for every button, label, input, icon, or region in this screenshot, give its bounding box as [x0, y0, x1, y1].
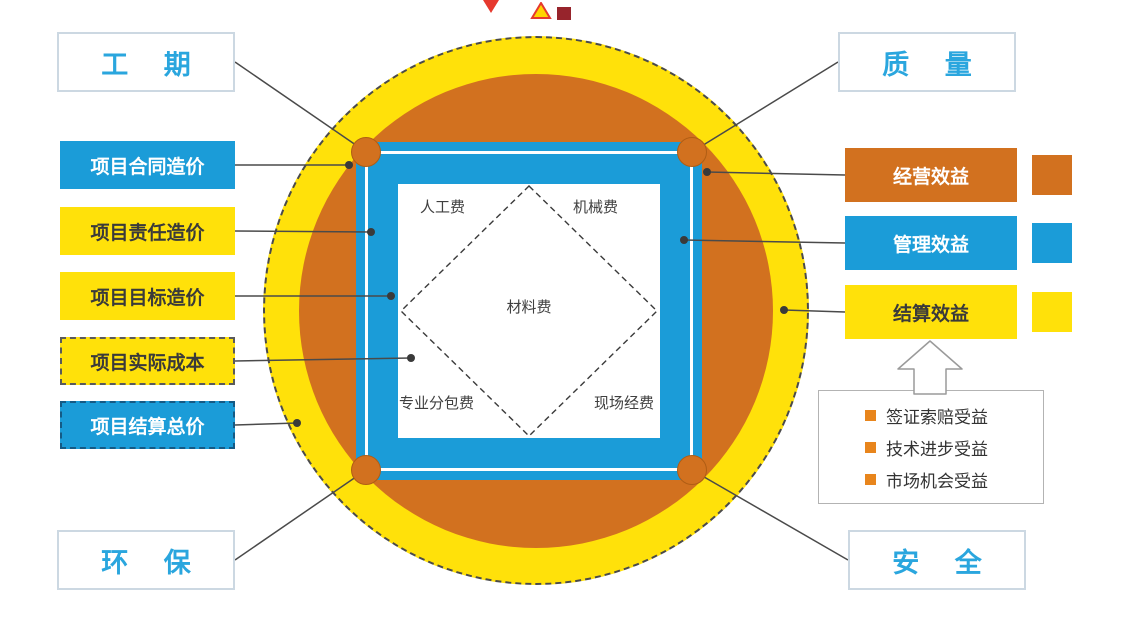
box-settlement-total: 项目结算总价 [60, 401, 235, 449]
blue-square-pinstripe [365, 151, 693, 471]
legend-orange-swatch [1032, 155, 1072, 195]
cost-label-material: 材料费 [506, 299, 552, 316]
logo-yellow-pennant-icon [530, 2, 552, 19]
cost-label-labor: 人工费 [420, 199, 466, 216]
box-management-benefit: 管理效益 [845, 216, 1017, 270]
bullet-icon [865, 473, 876, 485]
box-responsibility-cost: 项目责任造价 [60, 207, 235, 255]
benefit-detail-panel: 签证索赔受益 技术进步受益 市场机会受益 [818, 390, 1044, 504]
legend-yellow-swatch [1032, 292, 1072, 332]
box-target-cost: 项目目标造价 [60, 272, 235, 320]
corner-node-bottom-left [351, 455, 381, 485]
label-environment: 环 保 [57, 530, 235, 590]
box-actual-cost: 项目实际成本 [60, 337, 235, 385]
cost-label-site-expense: 现场经费 [593, 395, 654, 412]
label-quality: 质 量 [838, 32, 1016, 92]
label-duration: 工 期 [57, 32, 235, 92]
cost-label-machinery: 机械费 [573, 199, 619, 216]
benefit-item: 技术进步受益 [865, 435, 1043, 460]
logo-red-triangle-icon [483, 0, 499, 13]
bullet-icon [865, 441, 876, 453]
benefit-item-label: 技术进步受益 [886, 439, 988, 459]
direct-cost-panel: 人工费 机械费 材料费 专业分包费 现场经费 [398, 184, 660, 438]
box-contract-cost: 项目合同造价 [60, 141, 235, 189]
legend-blue-swatch [1032, 223, 1072, 263]
corner-node-top-left [351, 137, 381, 167]
bullet-icon [865, 409, 876, 421]
box-settlement-benefit: 结算效益 [845, 285, 1017, 339]
cost-label-subcontract: 专业分包费 [399, 395, 475, 412]
corner-node-bottom-right [677, 455, 707, 485]
benefit-item-label: 市场机会受益 [886, 471, 988, 491]
up-arrow-icon [897, 340, 963, 395]
benefit-item: 签证索赔受益 [865, 403, 1043, 428]
label-safety: 安 全 [848, 530, 1026, 590]
benefit-item-label: 签证索赔受益 [886, 407, 988, 427]
box-operating-benefit: 经营效益 [845, 148, 1017, 202]
blue-square-ring: 人工费 机械费 材料费 专业分包费 现场经费 [356, 142, 702, 480]
corner-node-top-right [677, 137, 707, 167]
benefit-item: 市场机会受益 [865, 467, 1043, 492]
logo-maroon-square-icon [557, 7, 571, 20]
